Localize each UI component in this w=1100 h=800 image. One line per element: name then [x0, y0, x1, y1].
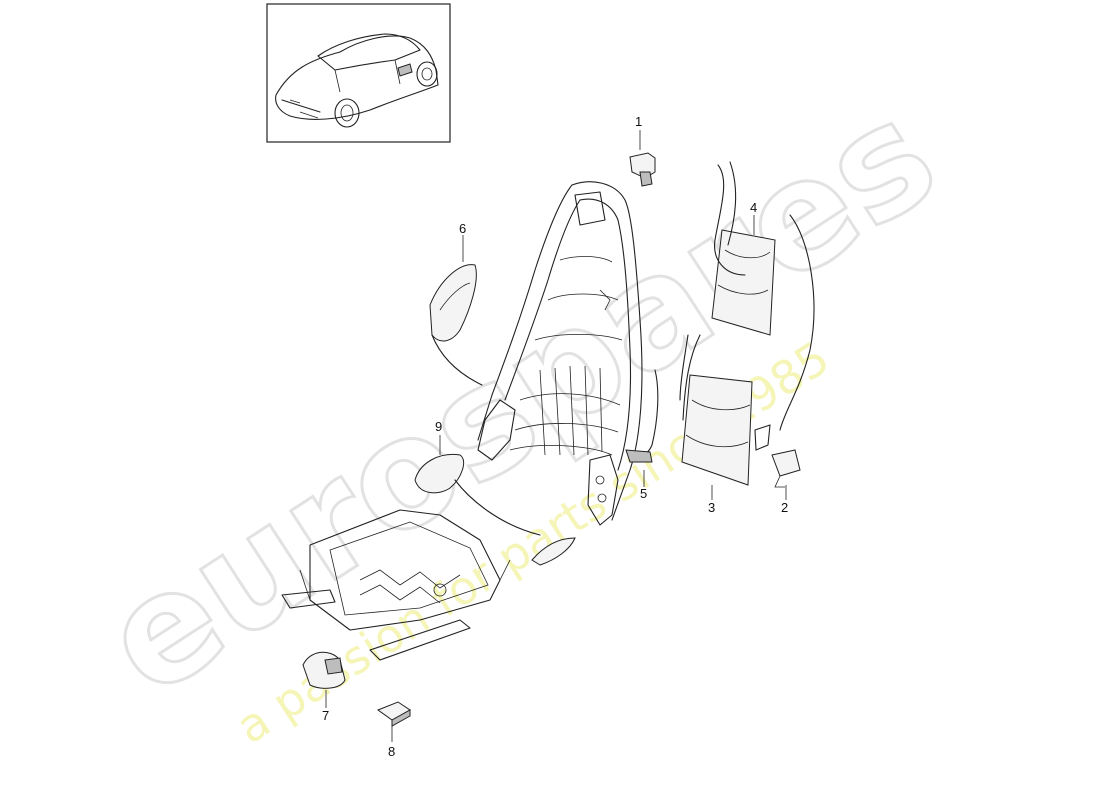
part-switch-housing	[302, 651, 346, 708]
watermark-brand: eurospares	[75, 68, 965, 730]
part-cable-clip	[625, 369, 659, 487]
callout-8: 8	[388, 744, 395, 759]
part-lumbar-pad	[414, 435, 576, 566]
callout-1: 1	[635, 114, 642, 129]
part-heating-pad-lower	[679, 334, 753, 500]
watermark: eurospares a passion for parts since 198…	[73, 66, 966, 754]
callout-3: 3	[708, 500, 715, 515]
part-side-bolster	[429, 235, 483, 386]
part-bracket	[629, 130, 656, 187]
callout-7: 7	[322, 708, 329, 723]
car-thumbnail	[266, 3, 451, 143]
seat-backrest-frame	[477, 181, 643, 526]
part-wiring-harness	[754, 214, 815, 500]
thumbnail-frame	[266, 3, 451, 143]
callouts: 1 2 3 4 5 6 7 8 9	[322, 114, 788, 759]
seat-base-frame	[281, 509, 511, 661]
part-heating-pad-upper	[711, 161, 776, 336]
callout-6: 6	[459, 221, 466, 236]
callout-4: 4	[750, 200, 757, 215]
part-small-bracket	[376, 701, 411, 742]
callout-5: 5	[640, 486, 647, 501]
callout-9: 9	[435, 419, 442, 434]
car-icon	[275, 33, 439, 128]
callout-2: 2	[781, 500, 788, 515]
